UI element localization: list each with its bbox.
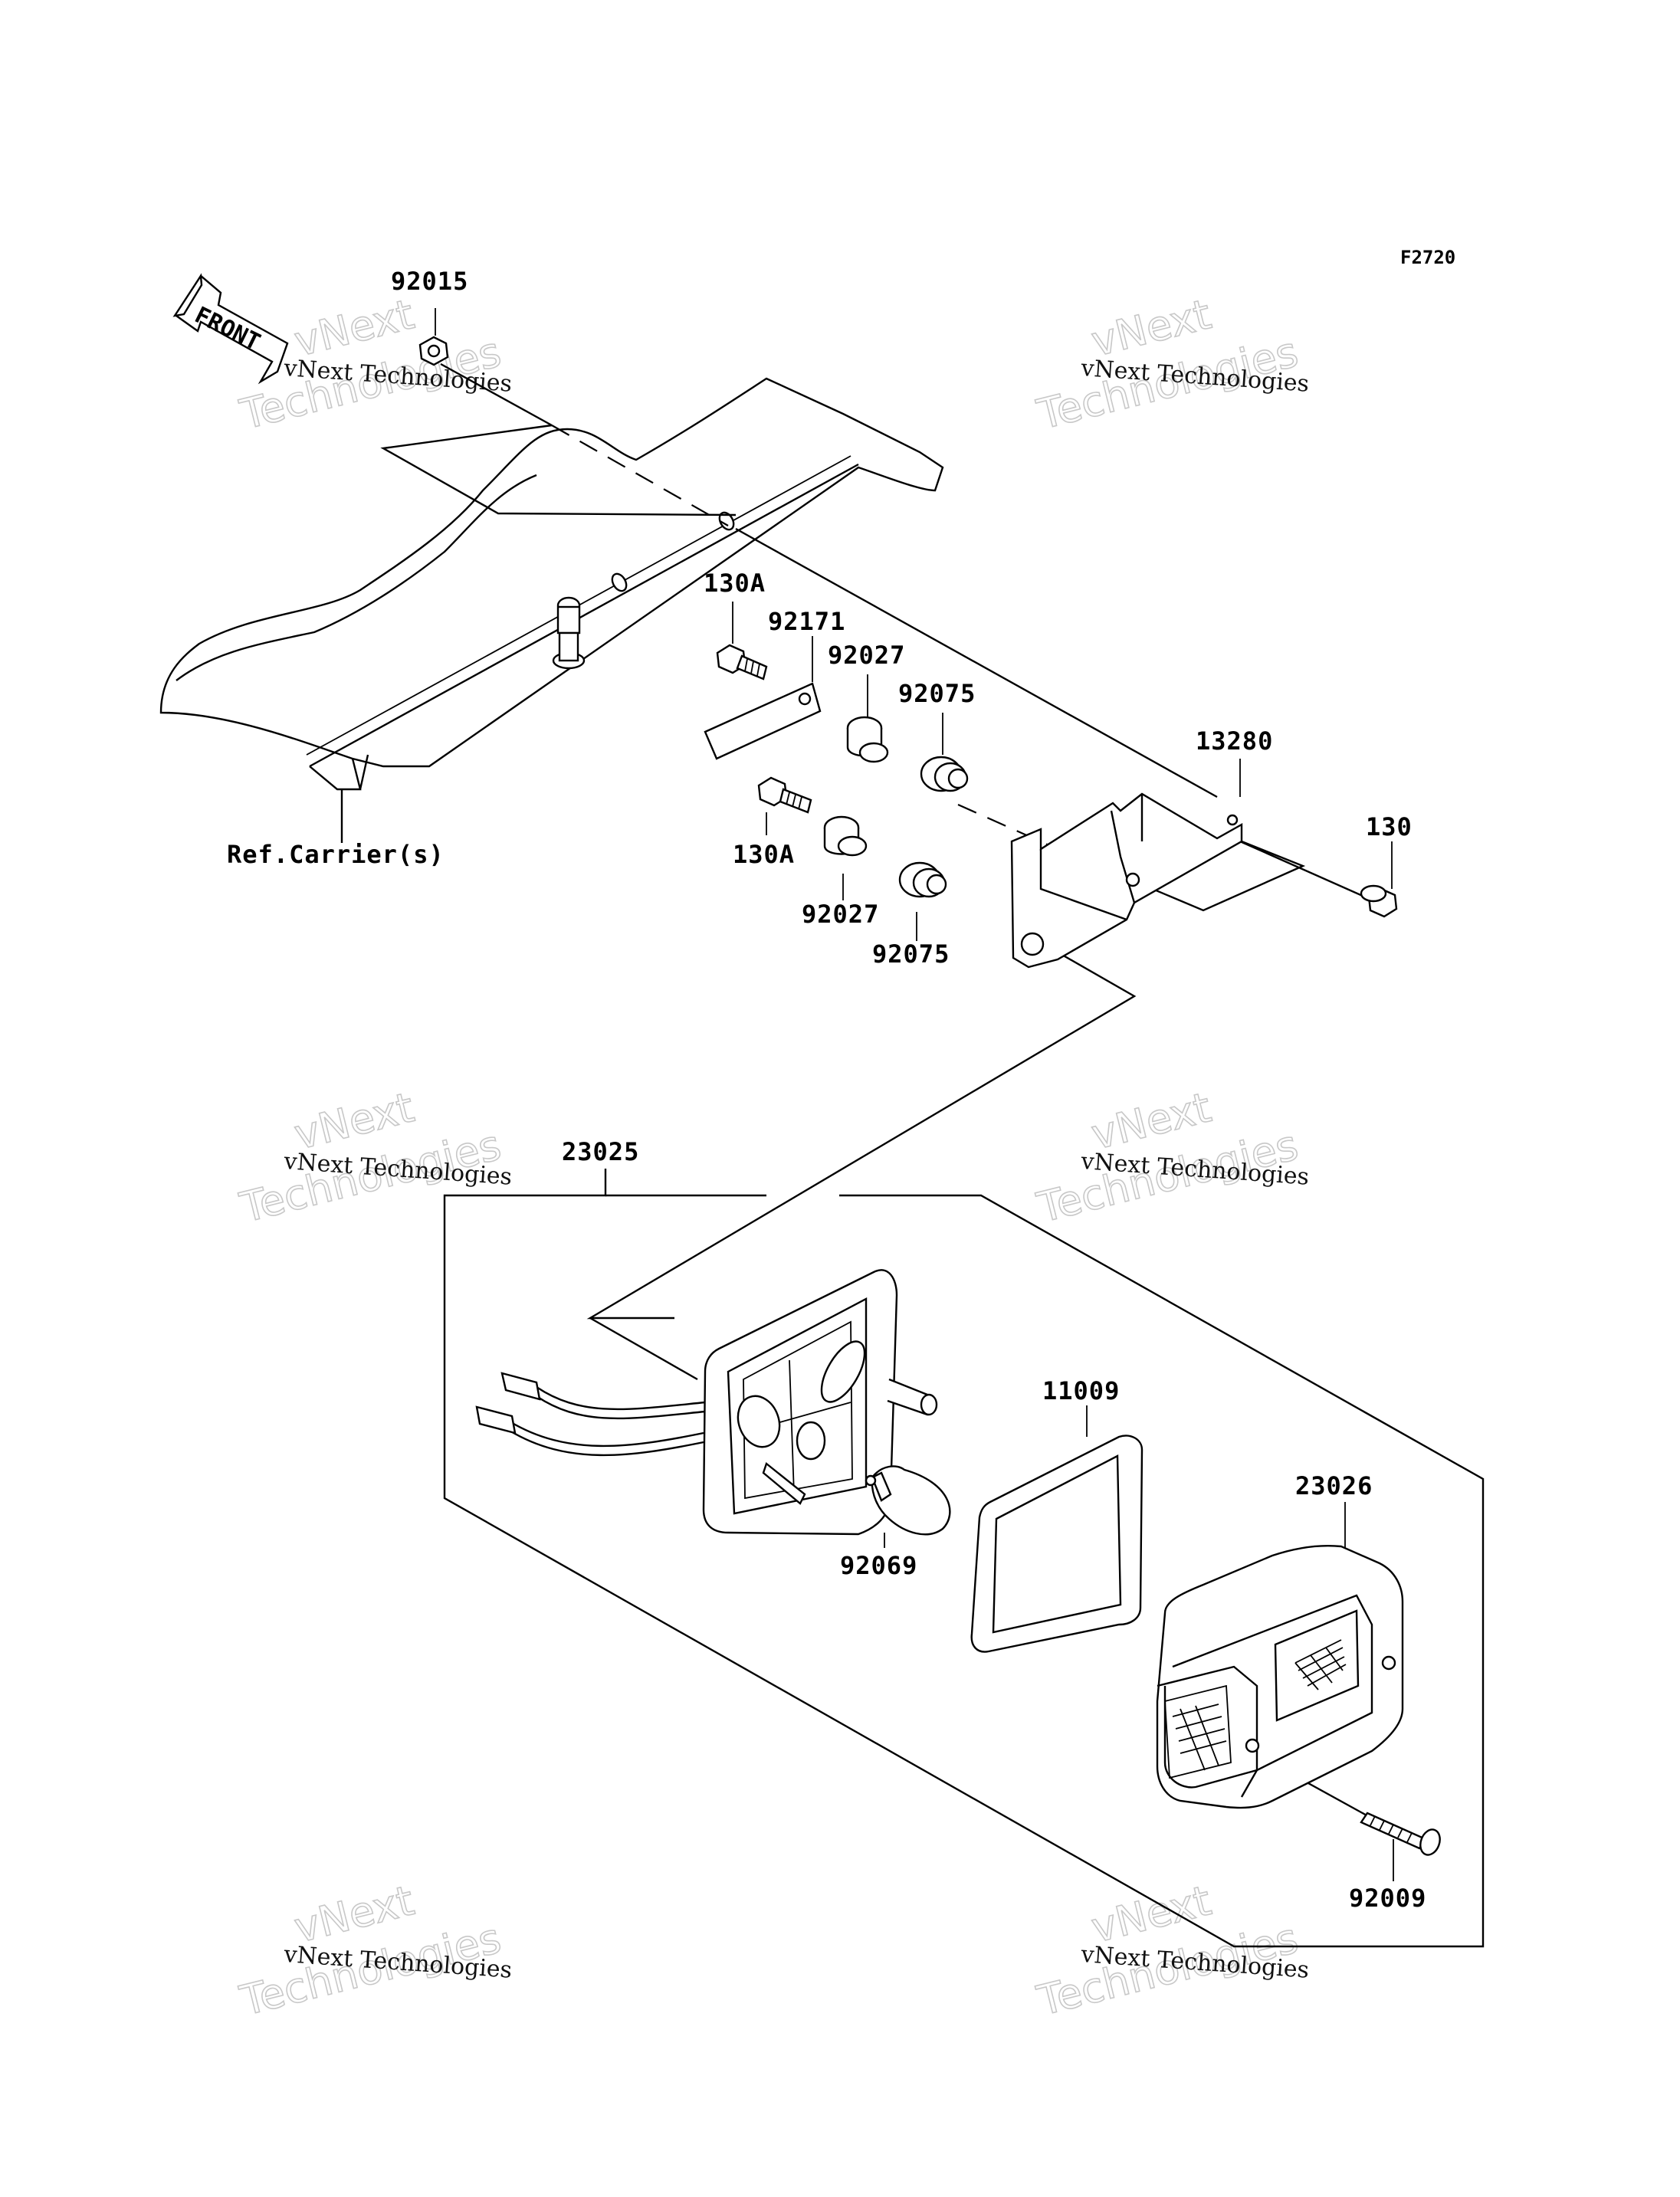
part-number-130A-bottom: 130A — [733, 840, 795, 869]
gasket-11009-icon — [970, 1435, 1144, 1653]
part-labels: 92015 130A 92171 92027 92075 13280 130 1… — [391, 267, 1426, 1913]
grommet-92075-top-icon — [920, 756, 969, 792]
part-number-92069: 92069 — [840, 1551, 917, 1580]
watermark-mid-right: vNext Technologies vNext Technologies — [1032, 1083, 1310, 1233]
watermark-bottom-right: vNext Technologies vNext Technologies — [1032, 1876, 1310, 2026]
part-number-92027-bottom: 92027 — [802, 900, 879, 929]
part-number-130A-top: 130A — [704, 569, 766, 598]
part-number-23025: 23025 — [562, 1137, 639, 1166]
front-arrow-icon: FRONT — [172, 273, 289, 385]
bolt-130A-bottom-icon — [757, 776, 812, 814]
figure-id: F2720 — [1400, 247, 1455, 268]
part-number-92075-top: 92075 — [898, 679, 976, 708]
part-number-23026: 23026 — [1295, 1471, 1373, 1500]
part-number-92015: 92015 — [391, 267, 468, 296]
part-number-92027-top: 92027 — [828, 641, 905, 670]
part-number-92075-bottom: 92075 — [872, 939, 950, 969]
watermark-top-right: vNext Technologies vNext Technologies — [1032, 290, 1310, 440]
tail-light-housing-icon — [475, 1269, 938, 1536]
collar-92027-top-icon — [846, 716, 889, 763]
bracket-13280-icon — [1010, 792, 1243, 969]
part-number-11009: 11009 — [1042, 1376, 1120, 1405]
collar-92027-bottom-icon — [823, 815, 868, 857]
bulb-92069-icon — [865, 1465, 951, 1536]
screw-92009-icon — [1360, 1812, 1441, 1856]
part-number-13280: 13280 — [1196, 726, 1273, 756]
part-number-92009: 92009 — [1349, 1884, 1426, 1913]
leader-lines — [380, 308, 1485, 1948]
reference-label: Ref.Carrier(s) — [227, 840, 445, 869]
watermark-mid-left: vNext Technologies vNext Technologies — [235, 1083, 513, 1233]
lens-cover-23026-icon — [1156, 1544, 1404, 1809]
watermark-bottom-left: vNext Technologies vNext Technologies — [235, 1876, 513, 2026]
part-number-92171: 92171 — [768, 607, 845, 636]
part-number-130: 130 — [1366, 812, 1413, 841]
carrier-body: Ref.Carrier(s) — [159, 377, 944, 869]
grommet-92075-bottom-icon — [898, 861, 947, 898]
nut-92015-icon — [418, 336, 449, 366]
bracket-92171-icon — [704, 682, 822, 760]
bolt-130A-top-icon — [716, 644, 768, 680]
bolt-130-icon — [1360, 884, 1398, 918]
